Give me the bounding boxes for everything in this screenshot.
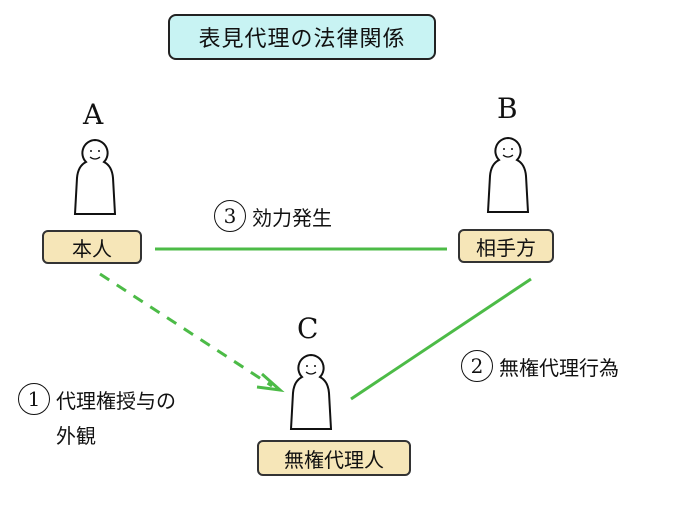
annotation-authority-appearance: 1 代理権授与の <box>18 383 176 415</box>
party-b-letter: B <box>497 92 518 125</box>
annotation-authority-appearance-line1: 代理権授与の <box>56 388 176 413</box>
circled-number-1: 1 <box>18 383 50 415</box>
arrowhead-icon <box>256 372 285 393</box>
party-c-letter: C <box>297 312 319 345</box>
diagram-title: 表見代理の法律関係 <box>168 14 436 60</box>
party-a-role-label: 本人 <box>42 230 142 264</box>
party-c-role-label: 無権代理人 <box>257 440 411 476</box>
person-icon <box>289 353 333 430</box>
annotation-effect: 3 効力発生 <box>214 200 332 232</box>
line-c-b-unauthorized-act <box>350 277 532 401</box>
annotation-authority-appearance-line2: 外観 <box>56 424 96 448</box>
annotation-unauthorized-act: 2 無権代理行為 <box>461 350 619 382</box>
annotation-effect-text: 効力発生 <box>252 205 332 230</box>
party-b-role-label: 相手方 <box>458 229 554 263</box>
party-a-letter: A <box>83 98 104 131</box>
annotation-authority-appearance-line2-wrap: 外観 <box>56 420 96 449</box>
line-a-c-authority-appearance <box>99 272 273 388</box>
circled-number-2: 2 <box>461 350 493 382</box>
annotation-unauthorized-act-text: 無権代理行為 <box>499 355 619 380</box>
person-icon <box>486 136 530 213</box>
circled-number-3: 3 <box>214 200 246 232</box>
person-icon <box>73 138 117 215</box>
